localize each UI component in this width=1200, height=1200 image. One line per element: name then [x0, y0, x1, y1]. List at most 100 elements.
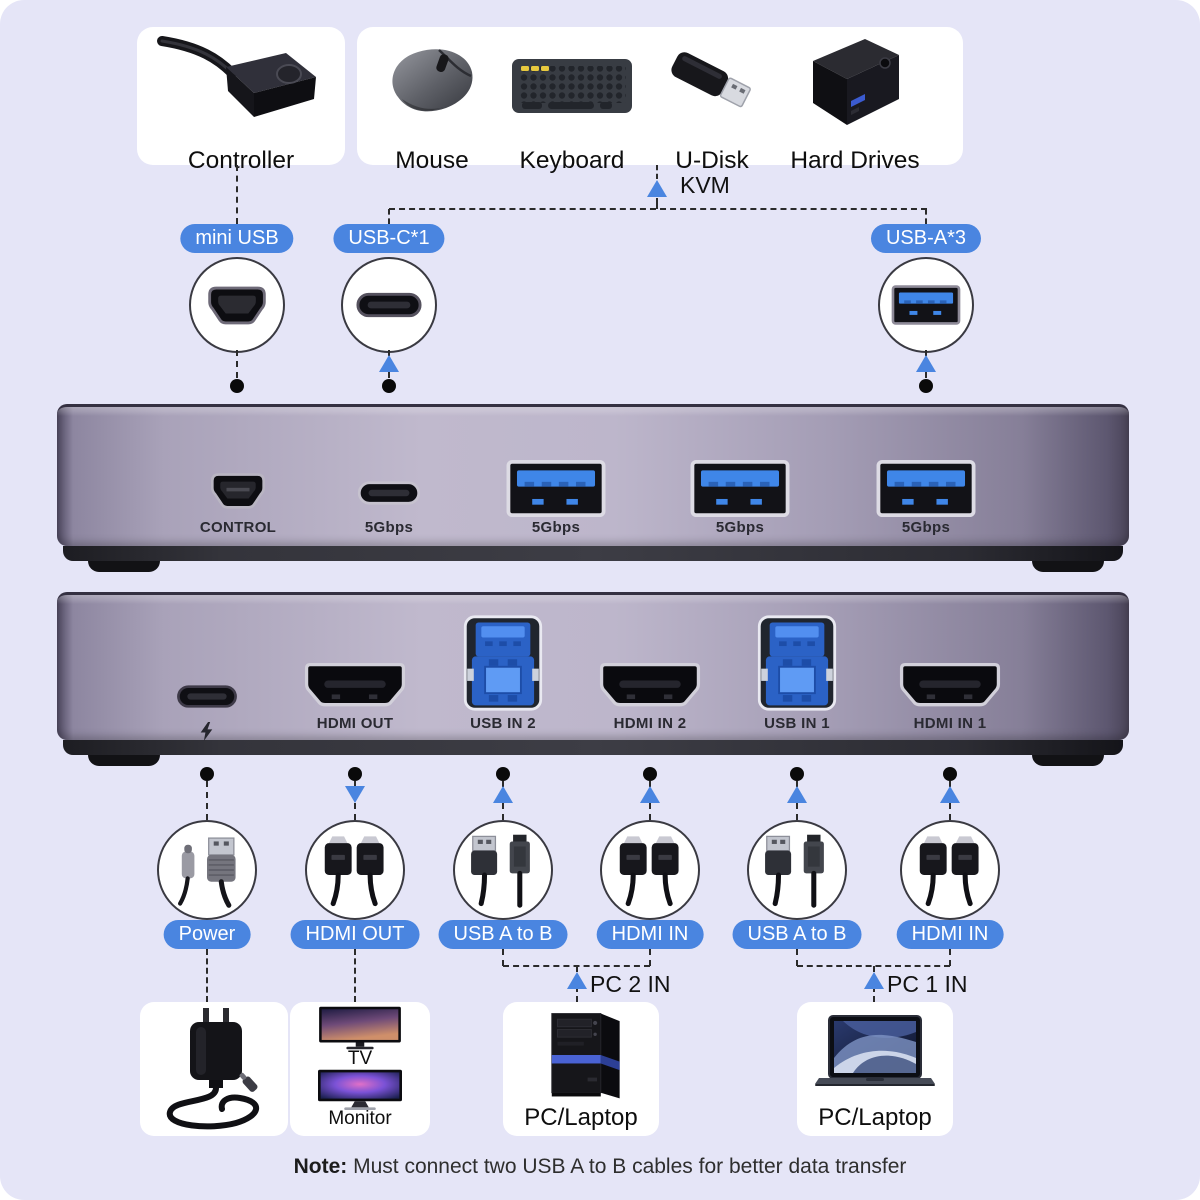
device-foot	[1032, 755, 1104, 766]
pc2-in-label: PC 2 IN	[590, 971, 671, 997]
hdmi-in-1-port-label: HDMI IN 1	[913, 715, 987, 732]
usb-in-2-port	[462, 614, 544, 717]
connector-dot	[643, 767, 657, 781]
note-text: Note: Must connect two USB A to B cables…	[294, 1155, 907, 1179]
usb-in-1-port	[756, 614, 838, 717]
usb-a-port-icon	[891, 285, 961, 325]
connector-line	[796, 949, 798, 966]
mini-usb-port-circle	[189, 257, 285, 353]
connector-line	[236, 350, 238, 378]
keyboard-label: Keyboard	[519, 147, 625, 174]
mouse-icon	[382, 43, 482, 122]
arrow-up-icon	[493, 786, 513, 803]
device-foot	[88, 755, 160, 766]
tv-label: TV	[347, 1048, 373, 1069]
usb-a-to-b-cable-icon	[765, 834, 824, 908]
udisk-icon	[660, 41, 764, 126]
connector-dot	[348, 767, 362, 781]
arrow-down-icon	[345, 786, 365, 803]
back-panel-base	[63, 740, 1123, 755]
power-usb-c-port	[174, 684, 240, 714]
connector-dot	[496, 767, 510, 781]
power-adapter-card	[140, 1002, 288, 1136]
connector-line	[354, 949, 356, 1002]
usb-a-to-b-pill-2: USB A to B	[438, 920, 568, 949]
device-foot	[1032, 561, 1104, 572]
hdmi-in-pill-2: HDMI IN	[596, 920, 704, 949]
usb-c-port-circle	[341, 257, 437, 353]
note-body: Must connect two USB A to B cables for b…	[347, 1155, 907, 1178]
connector-dot	[790, 767, 804, 781]
usb-a-speed-label-3: 5Gbps	[901, 519, 951, 536]
hdmi-in-1-port	[895, 660, 1005, 719]
controller-label: Controller	[187, 147, 295, 174]
hdmi-in-cable-circle-1	[900, 820, 1000, 920]
connector-line	[388, 209, 390, 224]
connector-dot	[200, 767, 214, 781]
hdmi-out-cable-circle	[305, 820, 405, 920]
connector-line	[389, 208, 927, 210]
pc-tower-icon	[526, 1006, 636, 1109]
hdmi-in-pill-1: HDMI IN	[896, 920, 1004, 949]
laptop-icon	[813, 1014, 937, 1097]
power-adapter-icon	[148, 1006, 280, 1137]
peripherals-card: Mouse Keyboard	[357, 27, 963, 174]
usb-in-2-port-label: USB IN 2	[470, 715, 536, 732]
connector-line	[656, 165, 658, 179]
power-pill: Power	[163, 920, 251, 949]
connector-dot	[919, 379, 933, 393]
monitor-image-icon	[316, 1068, 404, 1115]
control-port-label: CONTROL	[199, 519, 277, 536]
control-mini-usb-port	[207, 468, 269, 518]
usb-ab-cable-circle-2	[453, 820, 553, 920]
monitor-label: Monitor	[328, 1108, 392, 1129]
connector-line	[656, 198, 658, 209]
front-panel-base	[63, 546, 1123, 561]
connector-dot	[382, 379, 396, 393]
usb-c-speed-label: 5Gbps	[364, 519, 414, 536]
note-prefix: Note:	[293, 1155, 348, 1178]
usb-a-speed-label-1: 5Gbps	[531, 519, 581, 536]
power-cable-circle	[157, 820, 257, 920]
hdmi-cable-icon	[919, 836, 979, 907]
pc1-arrow-up-icon	[864, 972, 884, 989]
mouse-label: Mouse	[395, 147, 469, 174]
connector-line	[925, 209, 927, 224]
usb-a-speed-label-2: 5Gbps	[715, 519, 765, 536]
usb-a-port-circle	[878, 257, 974, 353]
mini-usb-port-icon	[208, 286, 266, 325]
laptop-card: PC/Laptop	[797, 1002, 953, 1136]
controller-card: Controller	[137, 27, 345, 174]
hdmi-in-2-port	[595, 660, 705, 719]
arrow-up-icon	[787, 786, 807, 803]
hard-drive-icon	[799, 31, 911, 136]
hdmi-in-2-port-label: HDMI IN 2	[613, 715, 687, 732]
connector-line	[236, 165, 238, 224]
usb-ab-cable-circle-1	[747, 820, 847, 920]
pc2-arrow-up-icon	[567, 972, 587, 989]
arrow-up-icon	[940, 786, 960, 803]
usb-a-to-b-cable-icon	[471, 834, 530, 908]
hdmi-in-cable-circle-2	[600, 820, 700, 920]
usb-a-pill: USB-A*3	[870, 224, 982, 253]
kvm-label: KVM	[680, 172, 730, 198]
usb-a-to-b-pill-1: USB A to B	[732, 920, 862, 949]
connector-line	[949, 949, 951, 966]
front-usb-a-port-2	[689, 459, 791, 523]
hdmi-out-port	[300, 660, 410, 719]
pc-tower-card: PC/Laptop	[503, 1002, 659, 1136]
arrow-up-icon	[379, 355, 399, 372]
controller-image-icon	[156, 33, 326, 126]
lightning-icon	[200, 722, 214, 746]
front-usb-c-port	[355, 480, 423, 511]
laptop-label: PC/Laptop	[818, 1104, 932, 1131]
arrow-up-icon	[916, 355, 936, 372]
connector-dot	[230, 379, 244, 393]
device-foot	[88, 561, 160, 572]
tv-monitor-card: TV Monitor	[290, 1002, 430, 1136]
usb-c-port-icon	[356, 292, 422, 318]
connector-line	[206, 949, 208, 1002]
hdmi-cable-icon	[324, 836, 384, 907]
mini-usb-pill: mini USB	[180, 224, 294, 253]
